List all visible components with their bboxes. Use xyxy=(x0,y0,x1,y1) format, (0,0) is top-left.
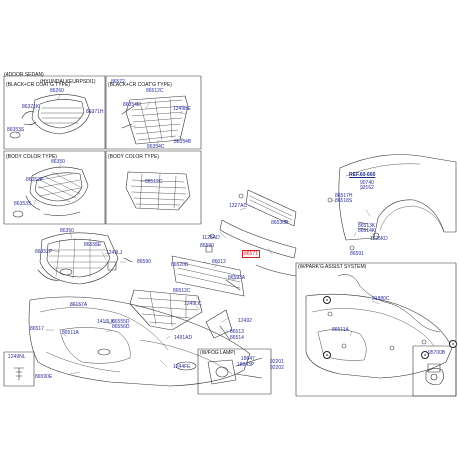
badge-a-park-2: a xyxy=(323,351,331,359)
part-label[interactable]: 86593A xyxy=(228,275,246,281)
part-label[interactable]: 90740 xyxy=(360,180,374,186)
part-label[interactable]: 86518S xyxy=(335,198,353,204)
part-label[interactable]: 86512C xyxy=(146,88,164,94)
part-label[interactable]: 86371H xyxy=(86,109,104,115)
caption-body-color-right: (BODY COLOR TYPE) xyxy=(108,154,159,160)
caption-body-color-left: (BODY COLOR TYPE) xyxy=(6,154,57,160)
caption-black-coat-left: (BLACK+CR COAT'G TYPE) xyxy=(6,82,70,88)
lower-grille xyxy=(129,289,203,331)
grille-body-color-right xyxy=(125,171,191,211)
part-label[interactable]: 86352P xyxy=(26,177,44,183)
part-label[interactable]: 86513K xyxy=(358,223,376,229)
badge-a-sensor: a xyxy=(421,351,429,359)
part-label[interactable]: 1416LK xyxy=(97,319,115,325)
leader-lines xyxy=(15,93,381,375)
panel-fog-lamp xyxy=(197,348,272,395)
part-label[interactable]: 86590E xyxy=(35,374,53,380)
part-label[interactable]: 86590 xyxy=(200,243,214,249)
panel-body-color-right xyxy=(105,150,202,225)
part-label[interactable]: 86520B xyxy=(171,262,189,268)
part-label[interactable]: 86655E xyxy=(84,242,102,248)
part-label[interactable]: 86354E xyxy=(123,102,141,108)
caption-hyundai: (HYUNDAI KEURPSDI1) xyxy=(40,79,96,85)
brackets xyxy=(107,193,380,341)
bumper-cover xyxy=(28,296,251,387)
fog-lamp xyxy=(207,357,263,385)
part-label[interactable]: 1249LC xyxy=(184,301,202,307)
part-label[interactable]: 86514 xyxy=(230,335,244,341)
part-label[interactable]: 86350 xyxy=(51,159,65,165)
part-label[interactable]: 86354C xyxy=(147,144,165,150)
grille-black-coat-left xyxy=(9,94,91,139)
grille-black-coat-right xyxy=(121,95,189,145)
part-label[interactable]: 86530B xyxy=(271,220,289,226)
panel-95700b xyxy=(412,345,457,397)
part-label[interactable]: 86517H xyxy=(335,193,353,199)
part-label[interactable]: 95700B xyxy=(428,350,446,356)
part-label[interactable]: 18643P xyxy=(237,362,255,368)
screw-1249nl xyxy=(3,351,35,387)
part-label[interactable]: 91880C xyxy=(372,296,390,302)
part-label[interactable]: 86555D xyxy=(112,319,130,325)
part-label[interactable]: 1125KD xyxy=(370,236,388,242)
part-label[interactable]: 86353S xyxy=(14,201,32,207)
panel-black-coat-left xyxy=(3,75,106,150)
part-label[interactable]: 86350 xyxy=(60,228,74,234)
part-label[interactable]: 86511A xyxy=(332,327,349,333)
panel-park-assist xyxy=(295,262,457,397)
park-sensor xyxy=(425,368,444,385)
part-label-86571-highlight[interactable]: 86571 xyxy=(242,250,260,258)
part-label[interactable]: 86513 xyxy=(230,329,244,335)
panel-body-color-left xyxy=(3,150,106,225)
caption-4door-sedan: (4DOOR SEDAN) xyxy=(4,72,44,78)
part-label[interactable]: 86260 xyxy=(50,88,64,94)
part-label[interactable]: 86353S xyxy=(7,127,25,133)
bumper-park-assist xyxy=(305,274,453,379)
part-label[interactable]: 1249LJ xyxy=(106,250,123,256)
part-label[interactable]: 92202 xyxy=(270,365,284,371)
part-label[interactable]: 86512C xyxy=(173,288,191,294)
part-label[interactable]: 86590 xyxy=(137,259,151,265)
part-label[interactable]: 86517 xyxy=(30,326,44,332)
part-label[interactable]: 18647 xyxy=(241,356,255,362)
part-label[interactable]: 92162 xyxy=(360,185,374,191)
part-label[interactable]: 12492 xyxy=(238,318,252,324)
part-label[interactable]: 1249BE xyxy=(173,106,191,112)
part-label[interactable]: 1244FE xyxy=(173,364,191,370)
grille-body-color-left xyxy=(12,166,89,218)
part-label[interactable]: 1327AC xyxy=(229,203,248,209)
part-label[interactable]: 86371K xyxy=(22,104,40,110)
badge-a-park-3: a xyxy=(449,340,457,348)
fender xyxy=(338,154,457,241)
part-label[interactable]: 1249NL xyxy=(8,354,26,360)
ref-link[interactable]: REF.60-660 xyxy=(349,172,376,178)
part-label[interactable]: 86012 xyxy=(212,259,226,265)
part-label[interactable]: 86514K xyxy=(358,228,376,234)
part-label[interactable]: 86572 xyxy=(111,79,125,85)
badge-a-park-1: a xyxy=(323,296,331,304)
part-label[interactable]: 86157A xyxy=(70,302,88,308)
part-label[interactable]: 1125AD xyxy=(202,235,220,241)
part-label[interactable]: 1491AD xyxy=(174,335,193,341)
part-label[interactable]: 86591 xyxy=(350,251,364,257)
part-label[interactable]: 92201 xyxy=(270,359,284,365)
part-label[interactable]: 86556D xyxy=(112,324,130,330)
panel-black-coat-right xyxy=(105,75,202,150)
part-label[interactable]: 86512C xyxy=(145,179,163,185)
part-label[interactable]: 86354B xyxy=(174,139,192,145)
caption-black-coat-right: (BLACK+CR COAT'G TYPE) xyxy=(108,82,172,88)
part-label[interactable]: 86352P xyxy=(35,249,53,255)
caption-fog-lamp: (W/FOG LAMP) xyxy=(200,350,236,356)
part-label[interactable]: 86511A xyxy=(62,330,79,336)
grille-main xyxy=(37,232,119,285)
bumper-beam xyxy=(171,189,297,297)
caption-park-assist: (W/PARK'G ASSIST SYSTEM) xyxy=(298,264,367,270)
